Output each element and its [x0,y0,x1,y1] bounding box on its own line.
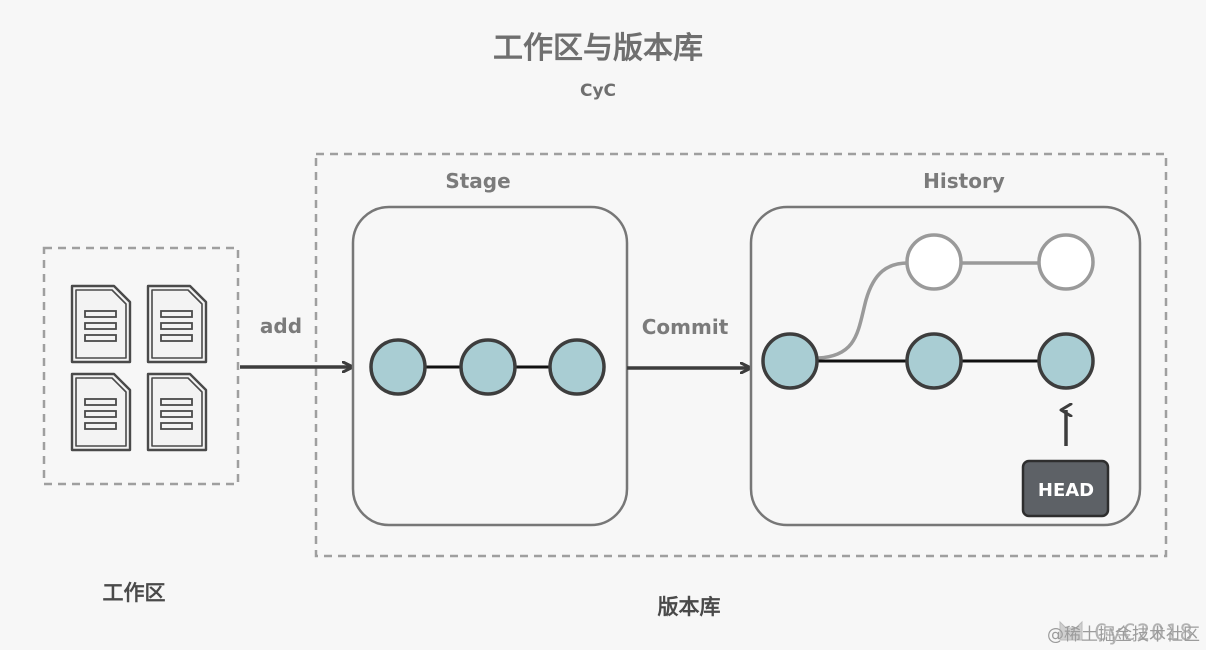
history-node [1037,332,1095,390]
stage-node [548,338,606,396]
branch-link [817,261,1066,360]
stage-commits [369,338,606,396]
document-icon [146,372,208,452]
stage-node [369,338,427,396]
head-label: HEAD [1038,480,1094,501]
document-icon [70,372,132,452]
history-commits [761,233,1095,390]
commit-label: Commit [642,315,729,339]
workspace-label: 工作区 [103,581,166,605]
cat-icon [1059,620,1083,641]
history-node [905,332,963,390]
document-icon [70,284,132,364]
workspace-box [42,246,240,486]
page-title: 工作区与版本库 [493,31,703,66]
document-icon [146,284,208,364]
workspace-files [70,284,208,452]
author-label: CyC [580,81,616,101]
stage-label: Stage [445,169,510,193]
add-label: add [260,314,302,338]
branch-node [1037,233,1095,291]
branch-node [905,233,963,291]
watermark-site: @稀土掘金技术社区 [1047,625,1200,645]
history-node [761,332,819,390]
repository-label: 版本库 [658,595,721,619]
watermark-handle: CyC2018 [1094,621,1194,646]
history-label: History [923,169,1005,193]
stage-node [459,338,517,396]
head-badge: HEAD [1021,459,1110,518]
watermark: CyC2018 @稀土掘金技术社区 [1047,620,1200,646]
repository-box [314,152,1168,558]
